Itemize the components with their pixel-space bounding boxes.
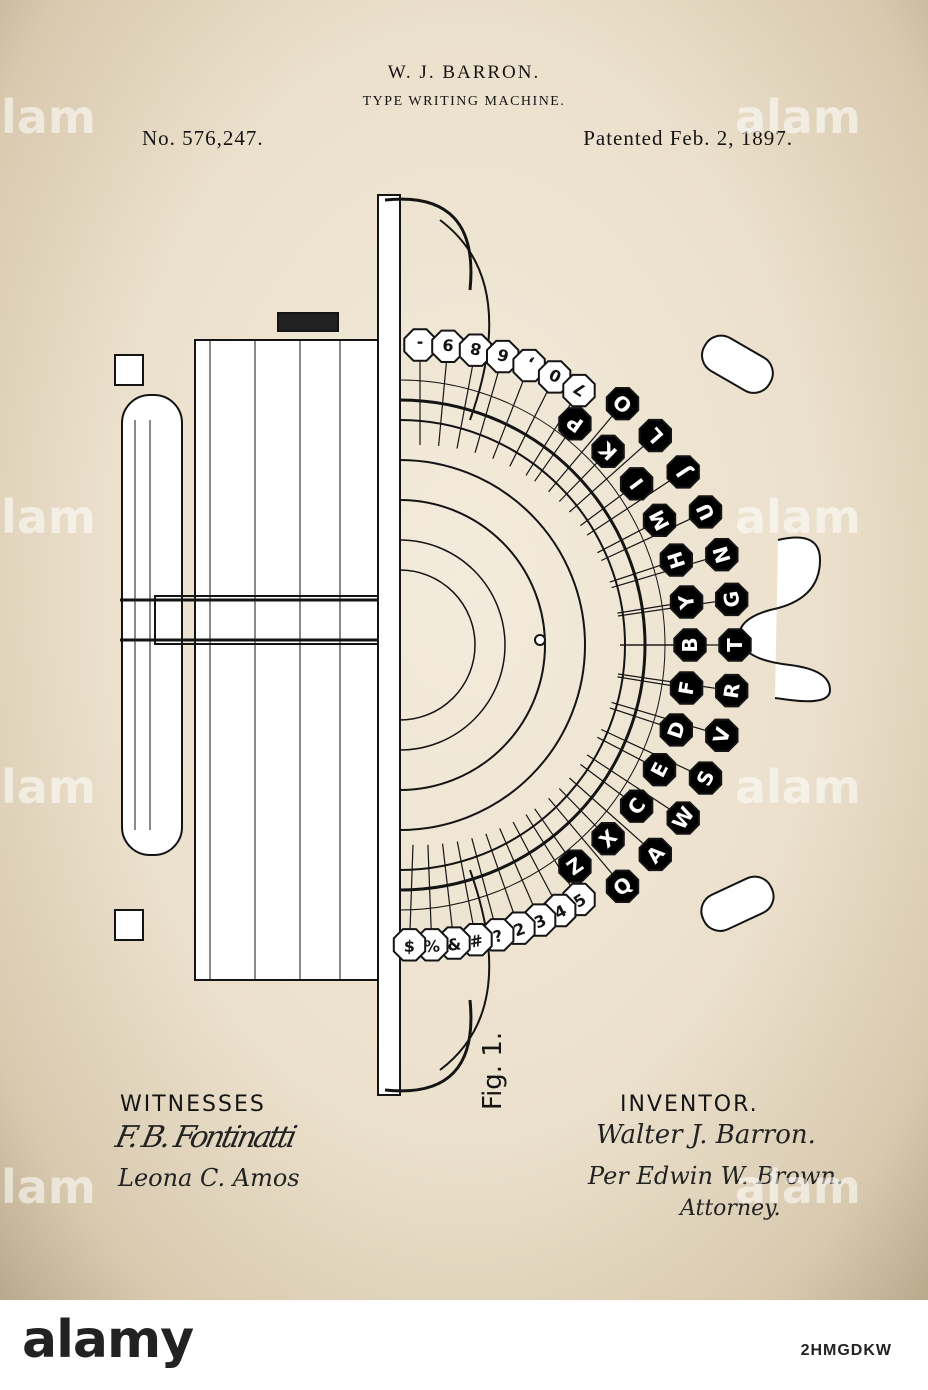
patent-number: No. 576,247. bbox=[142, 126, 264, 150]
key-white-8: 8 bbox=[458, 333, 493, 367]
witness-signature-1: F. B. Fontinatti bbox=[112, 1120, 298, 1155]
svg-text:F: F bbox=[674, 679, 700, 696]
key-r: R bbox=[715, 673, 749, 708]
svg-text:6: 6 bbox=[495, 344, 511, 365]
key-h: H bbox=[659, 543, 693, 577]
key-lever bbox=[569, 777, 656, 855]
key-t: T bbox=[718, 628, 752, 662]
image-id: 2HMGDKW bbox=[800, 1342, 892, 1359]
adjuster-wheel bbox=[277, 312, 339, 332]
inventor-name: W. J. BARRON. bbox=[387, 62, 541, 83]
svg-text:B: B bbox=[678, 637, 702, 652]
svg-text:H: H bbox=[662, 548, 690, 571]
key-lever bbox=[548, 797, 623, 887]
watermark-ghost: alam bbox=[735, 1160, 861, 1214]
svg-text:N: N bbox=[708, 543, 736, 566]
svg-text:Y: Y bbox=[674, 592, 700, 612]
key-lever bbox=[569, 435, 656, 513]
platen bbox=[121, 394, 183, 856]
svg-text:V: V bbox=[708, 724, 736, 746]
key-white-sym4: , bbox=[512, 348, 546, 383]
key-i: I bbox=[619, 467, 654, 501]
svg-text:R: R bbox=[719, 681, 745, 700]
key-white-6: 6 bbox=[486, 339, 520, 374]
carriage-frame bbox=[194, 339, 386, 981]
key-white-sym0: - bbox=[403, 328, 437, 362]
svg-text:#: # bbox=[468, 931, 485, 952]
watermark-ghost: alam bbox=[0, 760, 96, 814]
key-lever bbox=[548, 403, 623, 493]
key-o: O bbox=[605, 387, 640, 421]
key-z: Z bbox=[558, 849, 592, 883]
key-x: X bbox=[591, 822, 625, 856]
watermark-ghost: alam bbox=[0, 490, 96, 544]
key-s: S bbox=[688, 761, 723, 795]
key-white-9: 9 bbox=[431, 329, 465, 363]
key-white-sym8: $ bbox=[392, 928, 427, 962]
key-m: M bbox=[642, 503, 677, 537]
frame-bar bbox=[377, 194, 401, 1096]
shift-key-top bbox=[701, 334, 774, 394]
key-w: W bbox=[666, 801, 700, 835]
key-f: F bbox=[669, 671, 704, 705]
key-u: U bbox=[688, 495, 723, 529]
witness-signature-2: Leona C. Amos bbox=[118, 1164, 300, 1192]
svg-text:8: 8 bbox=[469, 338, 483, 359]
key-c: C bbox=[619, 789, 654, 823]
knob-top bbox=[114, 354, 144, 386]
key-b: B bbox=[673, 628, 707, 662]
patent-sheet: W. J. BARRON. TYPE WRITING MACHINE. No. … bbox=[0, 0, 928, 1300]
inventor-signature: Walter J. Barron. bbox=[596, 1120, 816, 1150]
key-white-7: 7 bbox=[562, 373, 596, 408]
key-q: Q bbox=[605, 869, 640, 903]
alamy-logo: alamy bbox=[22, 1310, 194, 1370]
svg-text:G: G bbox=[719, 589, 745, 609]
key-k: K bbox=[591, 434, 625, 468]
key-y: Y bbox=[669, 585, 704, 619]
witnesses-label: WITNESSES bbox=[120, 1092, 266, 1117]
key-v: V bbox=[705, 718, 739, 752]
svg-text:$: $ bbox=[404, 937, 416, 956]
figure-label: Fig. 1. bbox=[478, 1031, 508, 1110]
svg-text:-: - bbox=[417, 334, 424, 353]
knob-bottom bbox=[114, 909, 144, 941]
key-d: D bbox=[659, 713, 693, 747]
patent-date: Patented Feb. 2, 1897. bbox=[583, 126, 793, 150]
svg-text:D: D bbox=[662, 718, 690, 741]
watermark-ghost: alam bbox=[0, 90, 96, 144]
key-j: J bbox=[666, 455, 700, 489]
machine-title: TYPE WRITING MACHINE. bbox=[362, 94, 566, 109]
watermark-ghost: alam bbox=[735, 490, 861, 544]
key-n: N bbox=[705, 538, 739, 572]
key-p: P bbox=[558, 407, 592, 441]
svg-text:T: T bbox=[723, 638, 747, 652]
key-g: G bbox=[715, 582, 749, 617]
space-bar bbox=[738, 536, 832, 703]
key-lever bbox=[586, 471, 684, 536]
watermark-ghost: alam bbox=[735, 90, 861, 144]
inventor-label: INVENTOR. bbox=[620, 1092, 759, 1117]
key-lever bbox=[586, 754, 684, 819]
attorney-signature: Per Edwin W. Brown. bbox=[588, 1162, 844, 1190]
watermark-ghost: alam bbox=[735, 760, 861, 814]
key-e: E bbox=[642, 753, 677, 787]
svg-text:%: % bbox=[423, 936, 440, 956]
watermark-band bbox=[0, 1300, 928, 1390]
attorney-title: Attorney. bbox=[680, 1196, 781, 1221]
shift-key-bottom bbox=[700, 875, 775, 932]
key-l: L bbox=[638, 418, 672, 453]
svg-text:9: 9 bbox=[442, 335, 455, 355]
key-a: A bbox=[638, 837, 672, 872]
svg-text:&: & bbox=[446, 934, 462, 954]
watermark-ghost: alam bbox=[0, 1160, 96, 1214]
